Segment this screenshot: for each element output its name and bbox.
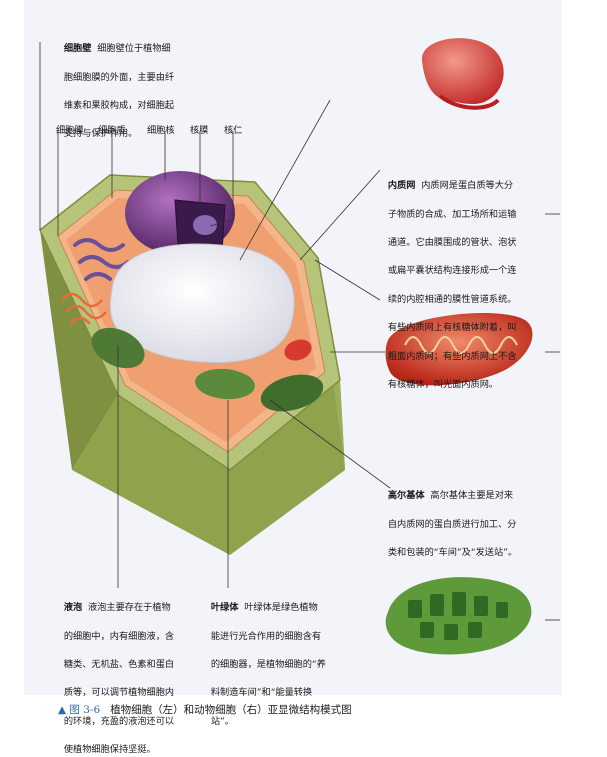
chloroplast-desc-line: 的细胞器，是植物细胞的“养 (210, 659, 326, 671)
golgi-term: 高尔基体 (387, 490, 425, 502)
label-nuclear-membrane: 核膜 (190, 125, 209, 136)
chloroplast-term: 叶绿体 (210, 602, 239, 614)
label-cytoplasm: 细胞质 (98, 125, 126, 136)
er-desc-line: 有些内质网上有核糖体附着，叫 (387, 322, 517, 334)
cell-wall-label: 细胞壁 细胞壁位于植物细 胞细胞膜的外面，主要由纤 维素和果胶构成，对细胞起 支… (58, 28, 208, 142)
er-desc-line: 粗面内质网；有些内质网上不含 (387, 350, 517, 362)
figure-number: 图 3-6 (69, 704, 101, 716)
er-desc-line: 子物质的合成、加工场所和运输 (387, 208, 517, 220)
vacuole-desc-line: 的细胞中，内有细胞液，含 (63, 630, 175, 642)
cell-wall-desc-line: 细胞壁位于植物细 (91, 43, 171, 55)
chloroplast-organelle (385, 577, 532, 655)
leader-lines (39, 42, 560, 621)
chloroplast (260, 374, 324, 412)
golgi-organelle (421, 38, 504, 110)
plant-cell (39, 171, 345, 555)
er-desc-line: 有核糖体，叫光面内质网。 (387, 379, 499, 391)
er-desc-line: 或扁平囊状结构连接形成一个连 (387, 265, 517, 277)
cell-wall-desc-line: 支持与保护作用。 (63, 128, 138, 140)
cell-wall-desc-line: 胞细胞膜的外面，主要由纤 (63, 71, 175, 83)
er-desc-line: 续的内腔相通的膜性管道系统。 (387, 293, 517, 305)
label-nucleolus: 核仁 (224, 125, 243, 136)
cell-wall-desc-line: 维素和果胶构成，对细胞起 (63, 100, 175, 112)
chloroplast (195, 368, 255, 400)
golgi-desc-line: 自内质网的蛋白质进行加工、分 (387, 518, 517, 530)
triangle-icon: ▲ (58, 704, 67, 716)
label-cell-membrane: 细胞膜 (56, 125, 84, 136)
cell-illustration (39, 38, 560, 655)
nucleolus (193, 215, 217, 235)
chloroplast-desc-line: 能进行光合作用的细胞含有 (210, 630, 322, 642)
er-desc-line: 通道。它由膜围成的管状、泡状 (387, 237, 517, 249)
vacuole-desc-line: 液泡主要存在于植物 (82, 602, 171, 614)
golgi-desc-line: 高尔基体主要是对来 (424, 490, 514, 502)
chloroplast-label: 叶绿体 叶绿体是绿色植物 能进行光合作用的细胞含有 的细胞器，是植物细胞的“养 … (205, 587, 360, 729)
golgi-label: 高尔基体 高尔基体主要是对来 自内质网的蛋白质进行加工、分 类和包装的“车间”及… (382, 475, 547, 560)
golgi-desc-line: 类和包装的“车间”及“发送站”。 (387, 547, 518, 559)
cell-wall-term: 细胞壁 (63, 43, 92, 55)
vacuole-term: 液泡 (63, 602, 83, 614)
golgi-apparatus (61, 292, 107, 325)
er-label: 内质网 内质网是蛋白质等大分 子物质的合成、加工场所和运输 通道。它由膜围成的管… (382, 165, 547, 392)
vacuole-desc-line: 使植物细胞保持坚挺。 (63, 744, 156, 756)
vacuole-desc-line: 的环境，充盈的液泡还可以 (63, 715, 175, 727)
mitochondrion-organelle (385, 312, 533, 386)
vacuole-desc-line: 糖类、无机盐、色素和蛋白 (63, 659, 175, 671)
label-nucleus: 细胞核 (147, 125, 175, 136)
chloroplast-desc-line: 叶绿体是绿色植物 (238, 602, 318, 614)
chloroplast-desc-line: 料制造车间”和“能量转换 (210, 687, 313, 699)
er-term: 内质网 (387, 180, 416, 192)
figure-caption: ▲ 图 3-6 植物细胞（左）和动物细胞（右）亚显微结构模式图 (58, 702, 352, 717)
vacuole-desc-line: 质等，可以调节植物细胞内 (63, 687, 175, 699)
er-desc-line: 内质网是蛋白质等大分 (415, 180, 514, 192)
caption-text: 植物细胞（左）和动物细胞（右）亚显微结构模式图 (110, 704, 352, 716)
chloroplast-desc-line: 站”。 (210, 715, 234, 727)
mitochondrion (284, 339, 312, 361)
